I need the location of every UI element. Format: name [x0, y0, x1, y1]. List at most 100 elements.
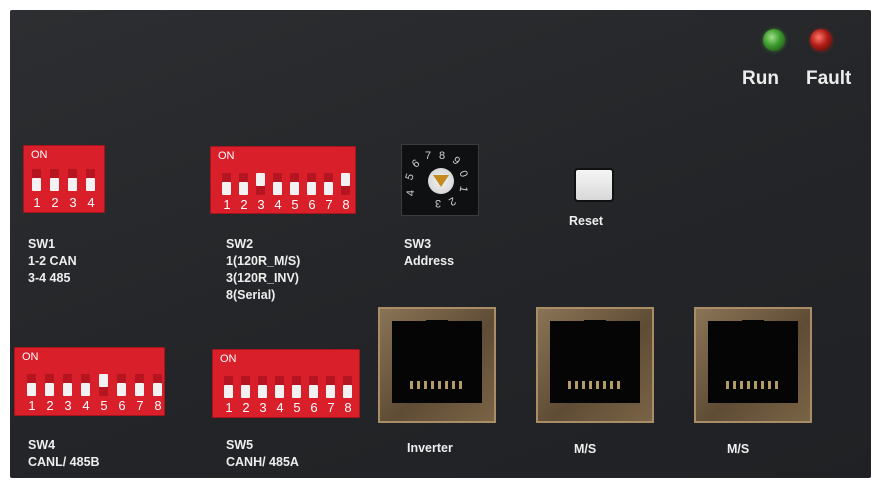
dip-knob — [135, 383, 144, 396]
dip-toggle[interactable] — [241, 376, 250, 398]
port-pins — [410, 381, 464, 389]
dip-knob — [324, 182, 333, 195]
dip-toggle[interactable] — [224, 376, 233, 398]
dip-knob — [273, 182, 282, 195]
dip-toggle[interactable] — [258, 376, 267, 398]
dip-number: 3 — [259, 400, 267, 415]
sw1-desc-1: 1-2 CAN — [28, 254, 77, 268]
dip-knob — [153, 383, 162, 396]
sw2-desc-2: 3(120R_INV) — [226, 271, 299, 285]
dip-toggle[interactable] — [117, 374, 126, 396]
port-label-ms-1: M/S — [574, 442, 597, 456]
dip-number: 5 — [293, 400, 301, 415]
dip-number: 4 — [82, 398, 90, 413]
dip-number: 1 — [225, 400, 233, 415]
ms-rj45-port[interactable] — [536, 307, 654, 423]
inverter-rj45-port[interactable] — [378, 307, 496, 423]
dip-toggle[interactable] — [273, 173, 282, 195]
dip-knob — [258, 385, 267, 398]
dip-toggle[interactable] — [324, 173, 333, 195]
dip-toggle[interactable] — [135, 374, 144, 396]
sw4-name: SW4 — [28, 438, 56, 452]
port-socket-icon — [392, 320, 482, 403]
dip-toggle[interactable] — [309, 376, 318, 398]
sw3-rotary-switch[interactable]: 4 5 6 7 8 9 0 1 2 3 — [401, 144, 479, 216]
dial-number: 1 — [456, 184, 470, 194]
dial-number: 0 — [456, 169, 470, 179]
dip-toggle[interactable] — [99, 374, 108, 396]
dip-toggle[interactable] — [256, 173, 265, 195]
dip-number: 5 — [291, 197, 299, 212]
dip-toggle[interactable] — [341, 173, 350, 195]
dip-number: 6 — [310, 400, 318, 415]
dip-toggle[interactable] — [326, 376, 335, 398]
dip-toggle[interactable] — [222, 173, 231, 195]
dip-on-label: ON — [31, 149, 48, 161]
reset-button[interactable] — [574, 168, 614, 202]
dip-knob — [32, 178, 41, 191]
port-pins — [726, 381, 780, 389]
dip-toggle[interactable] — [63, 374, 72, 396]
port-socket-icon — [550, 320, 640, 403]
run-label: Run — [742, 68, 779, 89]
dip-knob — [222, 182, 231, 195]
dip-number: 3 — [64, 398, 72, 413]
sw4-desc-1: CANL/ 485B — [28, 455, 100, 469]
dip-number: 6 — [118, 398, 126, 413]
rotary-dial-icon — [428, 168, 454, 194]
dip-toggle[interactable] — [27, 374, 36, 396]
dip-on-label: ON — [22, 351, 39, 363]
dial-pointer-icon — [433, 175, 449, 187]
dip-knob — [99, 374, 108, 387]
dip-toggle[interactable] — [275, 376, 284, 398]
dip-toggle[interactable] — [343, 376, 352, 398]
dip-knob — [27, 383, 36, 396]
dip-number: 2 — [240, 197, 248, 212]
dip-toggle[interactable] — [86, 169, 95, 191]
dip-knob — [256, 173, 265, 186]
run-led-icon — [763, 29, 785, 51]
dip-number: 8 — [344, 400, 352, 415]
sw1-dip-switch[interactable]: ON 1 2 3 4 — [23, 145, 105, 213]
dip-number: 7 — [327, 400, 335, 415]
port-socket-icon — [708, 320, 798, 403]
dip-number: 4 — [87, 195, 95, 210]
dip-toggle[interactable] — [50, 169, 59, 191]
dip-knob — [292, 385, 301, 398]
sw5-dip-switch[interactable]: ON 1 2 3 4 5 6 7 8 — [212, 349, 360, 418]
dip-number: 1 — [223, 197, 231, 212]
dip-toggle[interactable] — [32, 169, 41, 191]
dip-number: 5 — [100, 398, 108, 413]
dip-on-label: ON — [220, 353, 237, 365]
port-pins — [568, 381, 622, 389]
sw5-desc-1: CANH/ 485A — [226, 455, 299, 469]
dip-toggle[interactable] — [153, 374, 162, 396]
dip-toggle[interactable] — [45, 374, 54, 396]
dip-knob — [63, 383, 72, 396]
dip-toggle[interactable] — [290, 173, 299, 195]
dip-toggle[interactable] — [68, 169, 77, 191]
sw2-dip-switch[interactable]: ON 1 2 3 4 5 6 7 8 — [210, 146, 356, 214]
dip-knob — [239, 182, 248, 195]
dip-toggle[interactable] — [292, 376, 301, 398]
dip-knob — [343, 385, 352, 398]
port-latch — [426, 320, 448, 334]
dip-knob — [224, 385, 233, 398]
dip-knob — [50, 178, 59, 191]
fault-label: Fault — [806, 68, 852, 89]
ms-rj45-port[interactable] — [694, 307, 812, 423]
dial-number: 5 — [403, 172, 417, 182]
dip-toggle[interactable] — [239, 173, 248, 195]
dip-toggle[interactable] — [307, 173, 316, 195]
dial-number: 8 — [439, 150, 446, 162]
dip-on-label: ON — [218, 150, 235, 162]
sw4-dip-switch[interactable]: ON 1 2 3 4 5 6 7 8 — [14, 347, 165, 416]
reset-label: Reset — [569, 214, 604, 228]
dip-toggle[interactable] — [81, 374, 90, 396]
sw1-desc-2: 3-4 485 — [28, 271, 71, 285]
dip-knob — [290, 182, 299, 195]
dip-number: 1 — [28, 398, 36, 413]
